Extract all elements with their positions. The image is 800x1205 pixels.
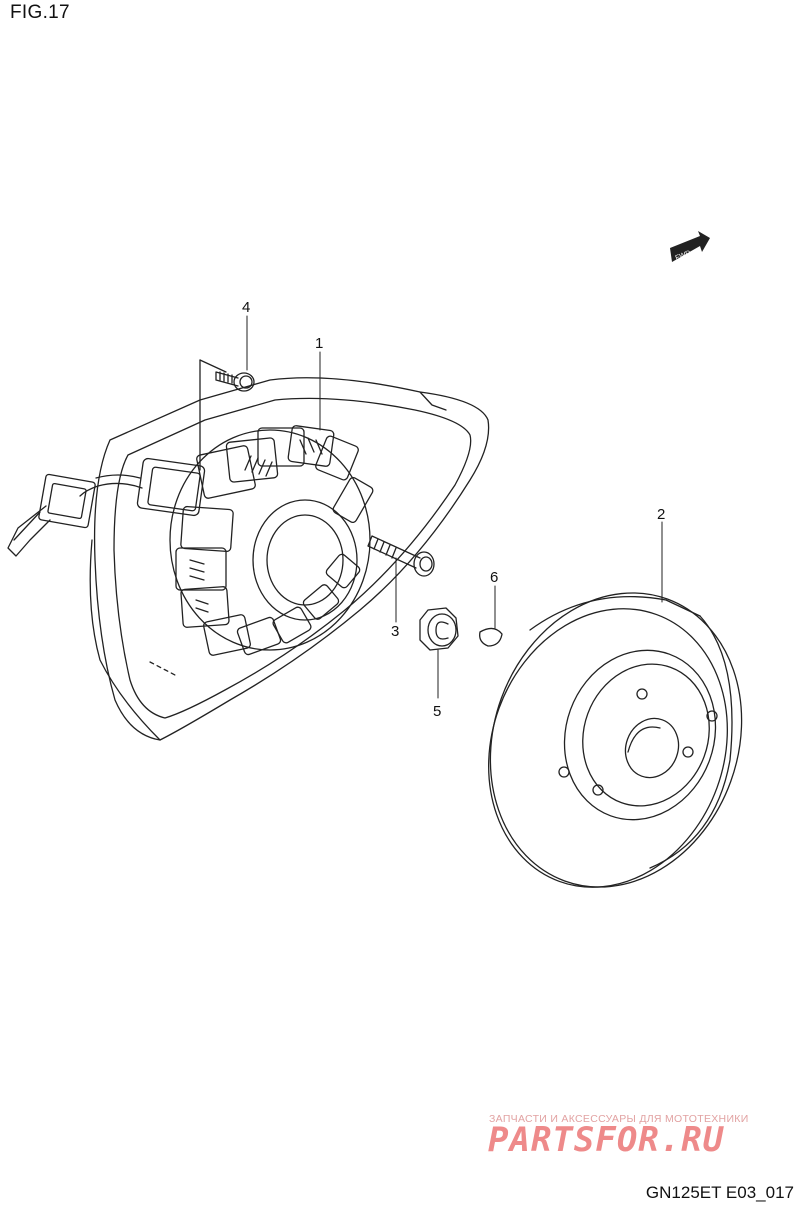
rotor-part-2 bbox=[488, 592, 743, 888]
figure-title: FIG.17 bbox=[10, 2, 70, 23]
callout-6: 6 bbox=[490, 569, 498, 586]
nut-part-5 bbox=[419, 607, 459, 651]
watermark-tagline: ЗАПЧАСТИ И АКСЕССУАРЫ ДЛЯ МОТОТЕХНИКИ bbox=[489, 1113, 749, 1125]
callout-3: 3 bbox=[391, 623, 399, 640]
screw-part-4 bbox=[215, 371, 255, 392]
callout-5: 5 bbox=[433, 703, 441, 720]
stator-assembly bbox=[7, 359, 374, 656]
fwd-direction-marker: FWD bbox=[670, 231, 710, 262]
callout-leader-lines bbox=[246, 315, 663, 699]
callout-1: 1 bbox=[315, 335, 323, 352]
crankcase-cover-outline bbox=[89, 377, 490, 741]
callout-2: 2 bbox=[657, 506, 665, 523]
key-part-6 bbox=[479, 627, 503, 647]
bolt-part-3 bbox=[367, 535, 435, 577]
watermark-logo: PARTSFOR.RU bbox=[488, 1120, 725, 1160]
drawing-code: GN125ET E03_017 bbox=[645, 1183, 794, 1202]
callout-4: 4 bbox=[242, 299, 250, 316]
